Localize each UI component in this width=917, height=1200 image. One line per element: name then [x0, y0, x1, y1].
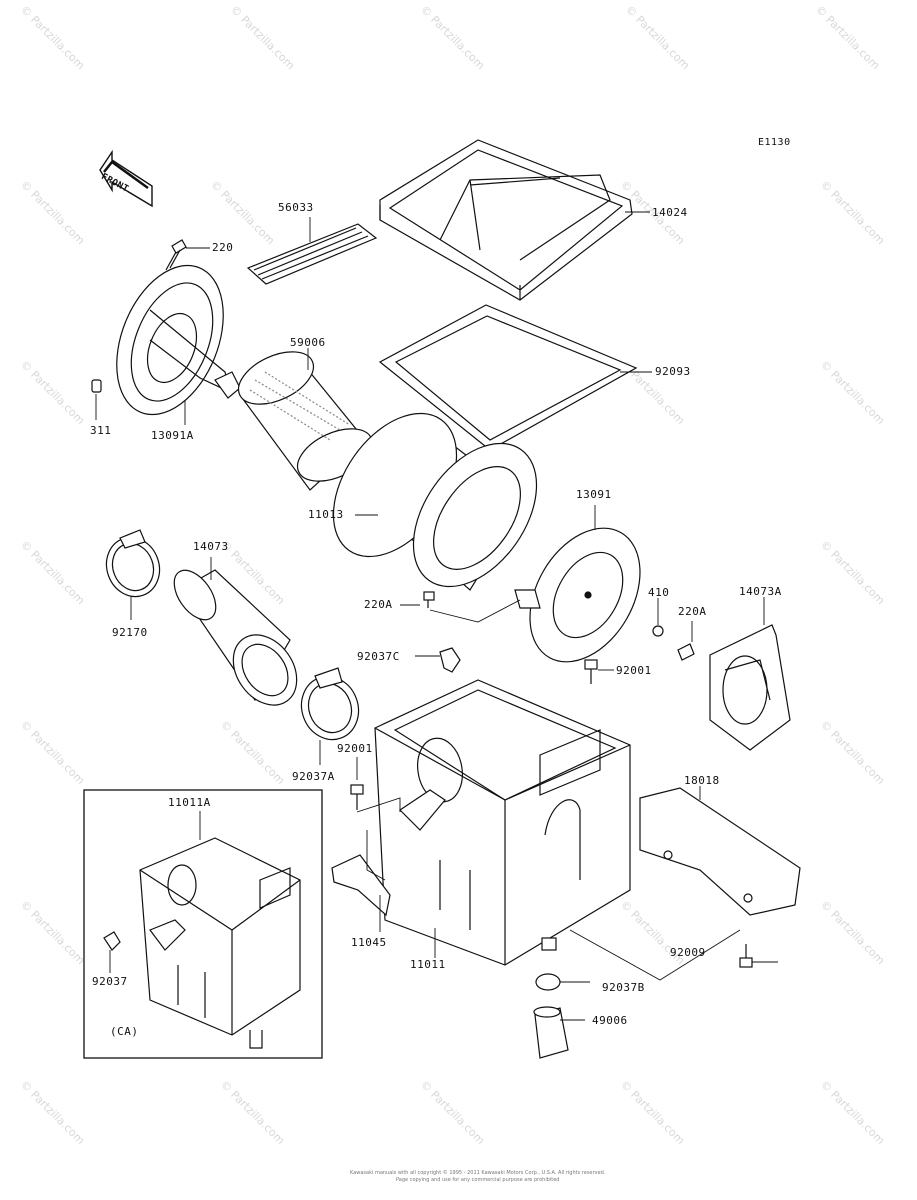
- gasket-92093: [378, 304, 638, 451]
- bolt-92001-top: [584, 659, 598, 684]
- part-label-14024: 14024: [652, 206, 688, 219]
- part-label-92001-top: 92001: [616, 664, 652, 677]
- watermark-text: © Partzilla.com: [218, 718, 287, 787]
- watermark-text: © Partzilla.com: [818, 1078, 887, 1147]
- clip-92037: [103, 931, 121, 951]
- clamp-92037a: [300, 667, 360, 741]
- watermark-text: © Partzilla.com: [818, 358, 887, 427]
- watermark-text: © Partzilla.com: [818, 178, 887, 247]
- watermark-text: © Partzilla.com: [818, 718, 887, 787]
- part-label-14073: 14073: [193, 540, 229, 553]
- part-label-18018: 18018: [684, 774, 720, 787]
- part-label-311: 311: [90, 424, 112, 437]
- footer-notice: Page copying and use for any commercial …: [396, 1177, 560, 1183]
- inset-label-ca: (CA): [110, 1025, 139, 1038]
- footer-copyright: Kawasaki manuals with all copyright © 19…: [350, 1170, 606, 1176]
- part-label-410: 410: [648, 586, 670, 599]
- watermark-text: © Partzilla.com: [18, 898, 87, 967]
- part-label-92037c: 92037C: [357, 650, 400, 663]
- part-label-92093: 92093: [655, 365, 691, 378]
- bolt-92001-mid: [350, 784, 364, 810]
- part-label-220a-right: 220A: [678, 605, 707, 618]
- part-label-59006: 59006: [290, 336, 326, 349]
- part-label-92037a: 92037A: [292, 770, 335, 783]
- screen-59006: [237, 351, 374, 491]
- element-11013: [332, 412, 538, 591]
- cover-13091: [514, 527, 641, 663]
- watermark-text: © Partzilla.com: [418, 3, 487, 72]
- watermark-text: © Partzilla.com: [18, 718, 87, 787]
- watermark-text: © Partzilla.com: [18, 1078, 87, 1147]
- tube-49006: [533, 1006, 569, 1059]
- part-label-92037b: 92037B: [602, 981, 645, 994]
- watermark-text: © Partzilla.com: [218, 1078, 287, 1147]
- inset-box: [83, 789, 323, 1059]
- watermark-text: © Partzilla.com: [818, 538, 887, 607]
- part-label-220a-left: 220A: [364, 598, 393, 611]
- watermark-text: © Partzilla.com: [618, 1078, 687, 1147]
- watermark-text: © Partzilla.com: [18, 3, 87, 72]
- duct-14073a: [709, 624, 791, 751]
- watermark-text: © Partzilla.com: [18, 538, 87, 607]
- duct-14073: [173, 569, 298, 706]
- bracket-11045: [331, 854, 391, 917]
- clamp-92037b: [535, 937, 561, 991]
- part-label-49006: 49006: [592, 1014, 628, 1027]
- watermark-text: © Partzilla.com: [623, 3, 692, 72]
- washer-311: [91, 379, 102, 393]
- part-label-92001-mid: 92001: [337, 742, 373, 755]
- part-label-11011a: 11011A: [168, 796, 211, 809]
- part-label-14073a: 14073A: [739, 585, 782, 598]
- watermark-text: © Partzilla.com: [228, 3, 297, 72]
- part-label-220: 220: [212, 241, 234, 254]
- part-label-11013: 11013: [308, 508, 344, 521]
- bolt-220a-right: [677, 643, 695, 661]
- watermark-text: © Partzilla.com: [18, 358, 87, 427]
- part-label-92170: 92170: [112, 626, 148, 639]
- guard-18018: [639, 787, 801, 916]
- cover-13091a: [116, 264, 241, 416]
- seal-56033: [246, 223, 378, 285]
- bolt-220a-left: [423, 591, 435, 608]
- nut-410: [652, 625, 664, 637]
- bolt-220: [165, 239, 187, 271]
- part-label-92009: 92009: [670, 946, 706, 959]
- clip-92037c: [439, 647, 461, 673]
- front-arrow-icon: [99, 149, 153, 208]
- part-label-13091a: 13091A: [151, 429, 194, 442]
- watermark-text: © Partzilla.com: [818, 898, 887, 967]
- watermark-text: © Partzilla.com: [208, 178, 277, 247]
- watermark-text: © Partzilla.com: [18, 178, 87, 247]
- cap-14024: [379, 139, 633, 301]
- clamp-92170: [105, 529, 161, 598]
- watermark-text: © Partzilla.com: [813, 3, 882, 72]
- part-label-11011: 11011: [410, 958, 446, 971]
- part-label-92037: 92037: [92, 975, 128, 988]
- bolt-92009: [739, 944, 753, 968]
- part-label-13091: 13091: [576, 488, 612, 501]
- leader-lines: [95, 211, 778, 1021]
- part-label-56033: 56033: [278, 201, 314, 214]
- diagram-code: E1130: [758, 137, 791, 148]
- part-label-11045: 11045: [351, 936, 387, 949]
- watermark-text: © Partzilla.com: [418, 1078, 487, 1147]
- case-11011: [374, 679, 631, 966]
